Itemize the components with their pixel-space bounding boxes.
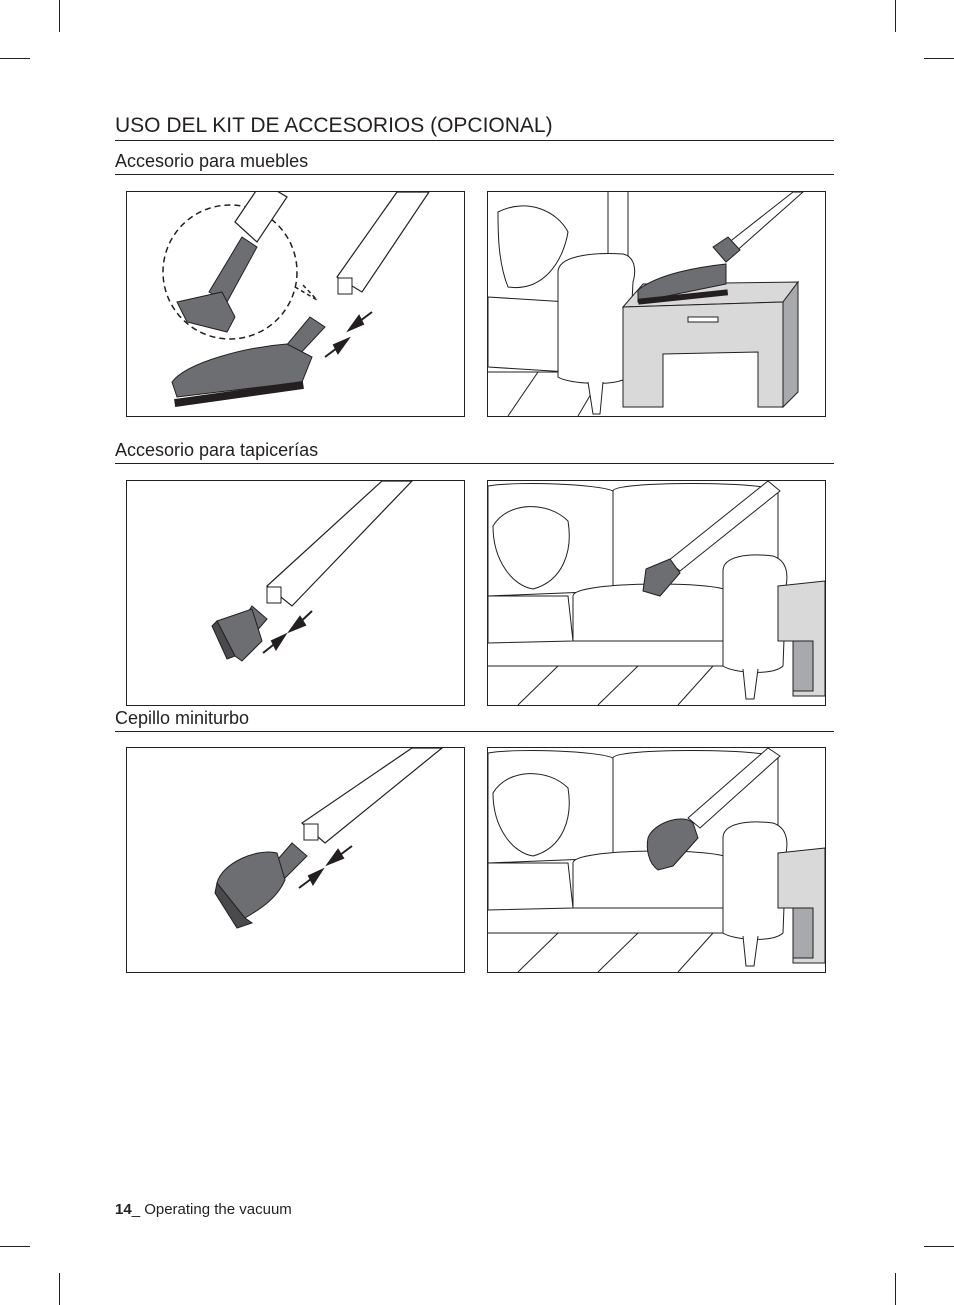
double-arrow-icon xyxy=(298,845,353,889)
upholstery-nozzle-attach-illustration xyxy=(211,481,413,662)
tube-icon xyxy=(234,192,430,295)
upholstery-nozzle-icon xyxy=(211,605,268,662)
mini-turbo-brush-icon xyxy=(646,818,699,871)
figure-upholstery-nozzle-use xyxy=(487,480,826,706)
crop-mark xyxy=(0,1246,30,1247)
section-title-tapicerias: Accesorio para tapicerías xyxy=(115,439,834,464)
side-table-icon xyxy=(777,847,825,964)
crop-mark xyxy=(59,1273,60,1305)
section-title-miniturbo: Cepillo miniturbo xyxy=(115,707,834,732)
double-arrow-icon xyxy=(324,311,373,358)
crop-mark xyxy=(0,58,30,59)
figure-furniture-brush-attach xyxy=(126,191,465,417)
cushion-icon xyxy=(492,506,570,590)
crop-mark xyxy=(59,0,60,32)
crop-mark xyxy=(924,58,954,59)
section-title-muebles: Accesorio para muebles xyxy=(115,150,834,175)
footer-text: Operating the vacuum xyxy=(140,1201,292,1218)
page-title: USO DEL KIT DE ACCESORIOS (OPCIONAL) xyxy=(115,113,834,141)
figure-mini-turbo-attach xyxy=(126,747,465,973)
mini-turbo-use-illustration xyxy=(488,748,825,972)
page-number: 14 xyxy=(115,1201,132,1218)
figure-furniture-brush-use xyxy=(487,191,826,417)
furniture-brush-attach-illustration xyxy=(162,192,430,408)
tube-icon xyxy=(266,481,413,607)
side-table-icon xyxy=(777,580,825,697)
sofa-icon xyxy=(488,296,569,373)
figure-mini-turbo-use xyxy=(487,747,826,973)
tube-icon xyxy=(301,748,443,844)
crop-mark xyxy=(924,1246,954,1247)
furniture-brush-use-illustration xyxy=(488,192,804,416)
furniture-brush-icon xyxy=(171,236,326,408)
footer-separator: _ xyxy=(131,1201,141,1218)
upholstery-nozzle-icon xyxy=(642,558,681,597)
double-arrow-icon xyxy=(262,610,313,654)
crop-mark xyxy=(895,0,896,32)
upholstery-nozzle-use-illustration xyxy=(488,481,825,705)
figure-upholstery-nozzle-attach xyxy=(126,480,465,706)
crop-mark xyxy=(895,1273,896,1305)
cushion-icon xyxy=(492,773,570,857)
mini-turbo-attach-illustration xyxy=(214,748,443,929)
tube-icon xyxy=(687,748,781,829)
mini-turbo-brush-icon xyxy=(214,842,308,929)
furniture-brush-icon xyxy=(637,263,727,303)
page-footer: 14_ Operating the vacuum xyxy=(115,1201,292,1218)
cushion-icon xyxy=(497,205,569,289)
